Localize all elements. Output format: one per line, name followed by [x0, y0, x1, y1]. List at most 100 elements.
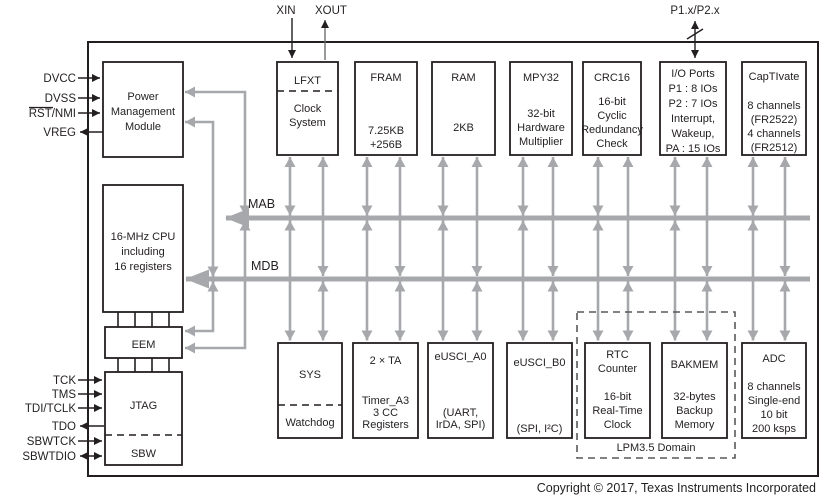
jtag-label: JTAG	[130, 400, 157, 412]
io-label-1: P1 : 8 IOs	[669, 83, 718, 95]
sys-box	[277, 342, 343, 439]
eusci-b0-box	[506, 342, 573, 439]
bakmem-box	[661, 342, 728, 439]
top-pins: XIN XOUT P1.x/P2.x	[276, 5, 720, 60]
ta-title: 2 × TA	[370, 355, 402, 367]
bakmem-label-3: Memory	[675, 419, 715, 431]
crc16-label-3: Redundancy	[581, 124, 643, 136]
tdo-pin-label: TDO	[52, 421, 76, 433]
pmm-eem-mdb-link	[185, 116, 215, 337]
io-label-2: P2 : 7 IOs	[669, 98, 718, 110]
lfxt-label-2: System	[289, 117, 326, 129]
captivate-title: CapTIvate	[749, 71, 800, 83]
fram-box	[354, 61, 418, 156]
bus-network	[185, 86, 810, 354]
pmm-box	[102, 61, 184, 158]
adc-label-3: 10 bit	[761, 409, 788, 421]
mpy32-label-1: 32-bit	[527, 108, 555, 120]
adc-box	[741, 342, 807, 439]
sys-title: SYS	[299, 369, 321, 381]
tms-pin-label: TMS	[52, 389, 77, 401]
crc16-title: CRC16	[594, 72, 630, 84]
bakmem-title: BAKMEM	[671, 359, 719, 371]
mpy32-box	[509, 61, 573, 156]
sbw-label: SBW	[131, 448, 157, 460]
eusci-b0-title: eUSCI_B0	[514, 357, 566, 369]
fram-label-2: +256B	[370, 139, 402, 151]
fram-label-1: 7.25KB	[368, 125, 404, 137]
rtc-title: RTC	[606, 349, 628, 361]
eem-box	[104, 326, 183, 359]
debug-chain-stubs	[117, 312, 170, 372]
lfxt-label-1: Clock	[294, 103, 322, 115]
mpy32-label-2: Hardware	[517, 122, 565, 134]
adc-label-2: Single-end	[748, 395, 801, 407]
pmm-label-1: Power	[127, 91, 159, 103]
captivate-label-4: (FR2512)	[751, 142, 797, 154]
io-label-4: Wakeup,	[671, 128, 714, 140]
captivate-box	[741, 61, 807, 156]
tdi-tclk-pin-label: TDI/TCLK	[25, 403, 76, 415]
eusci-a0-box	[427, 342, 494, 439]
captivate-label-1: 8 channels	[747, 100, 801, 112]
block-labels: Power Management Module 16-MHz CPU inclu…	[111, 68, 801, 460]
sbwtck-pin-label: SBWTCK	[27, 436, 77, 448]
port-pin-label: P1.x/P2.x	[670, 5, 719, 17]
rst-nmi-pin-label: RST/NMI	[29, 108, 76, 120]
module-bus-links	[284, 157, 791, 341]
xout-pin-label: XOUT	[315, 5, 347, 17]
captivate-label-3: 4 channels	[747, 128, 801, 140]
lfxt-title: LFXT	[294, 75, 321, 87]
cpu-box	[102, 184, 184, 313]
ram-label-1: 2KB	[453, 122, 474, 134]
ta-label-1: Timer_A3	[362, 395, 409, 407]
chip-boundary	[87, 41, 819, 477]
port-bus-slash	[686, 28, 704, 40]
cpu-label-2: including	[121, 246, 164, 258]
adc-label-4: 200 ksps	[752, 423, 797, 435]
crc16-label-2: Cyclic	[597, 110, 627, 122]
cpu-label-1: 16-MHz CPU	[111, 231, 176, 243]
eusci-a0-label-2: IrDA, SPI)	[436, 419, 486, 431]
cpu-label-3: 16 registers	[114, 261, 172, 273]
lpm35-domain-outline	[576, 311, 736, 459]
module-boxes	[102, 61, 807, 466]
eusci-b0-label-1: (SPI, I²C)	[517, 423, 563, 435]
rtc-title-2: Counter	[598, 363, 637, 375]
sbwtdio-pin-label: SBWTDIO	[22, 451, 76, 463]
eusci-a0-label-1: (UART,	[443, 407, 478, 419]
left-pins: DVCC DVSS RST/NMI VREG	[29, 73, 103, 139]
captivate-label-2: (FR2522)	[751, 114, 797, 126]
copyright-text: Copyright © 2017, Texas Instruments Inco…	[537, 481, 816, 495]
eusci-a0-title: eUSCI_A0	[435, 351, 487, 363]
mdb-label: MDB	[251, 259, 279, 273]
link-junction-arrows	[207, 205, 251, 292]
mab-label: MAB	[248, 197, 275, 211]
lpm35-domain-label: LPM3.5 Domain	[617, 442, 696, 454]
pmm-label-2: Management	[111, 106, 175, 118]
io-title: I/O Ports	[671, 68, 715, 80]
mpy32-label-3: Multiplier	[519, 136, 563, 148]
crc16-box	[582, 61, 642, 156]
ta-label-2: 3 CC	[373, 407, 398, 419]
dvss-pin-label: DVSS	[45, 93, 77, 105]
mpy32-title: MPY32	[523, 72, 559, 84]
adc-title: ADC	[762, 353, 785, 365]
dvcc-pin-label: DVCC	[43, 73, 76, 85]
crc16-label-4: Check	[596, 138, 628, 150]
pmm-eem-mab-link	[185, 86, 247, 354]
pmm-label-3: Module	[125, 121, 161, 133]
tck-pin-label: TCK	[53, 375, 76, 387]
io-label-3: Interrupt,	[671, 113, 715, 125]
io-ports-box	[659, 61, 727, 156]
watchdog-label: Watchdog	[285, 417, 334, 429]
rtc-box	[584, 342, 651, 439]
bakmem-label-1: 32-bytes	[673, 391, 716, 403]
rtc-label-3: Clock	[604, 419, 632, 431]
ta-label-3: Registers	[362, 419, 409, 431]
crc16-label-1: 16-bit	[598, 96, 626, 108]
vreg-pin-label: VREG	[43, 127, 76, 139]
fram-title: FRAM	[370, 72, 401, 84]
